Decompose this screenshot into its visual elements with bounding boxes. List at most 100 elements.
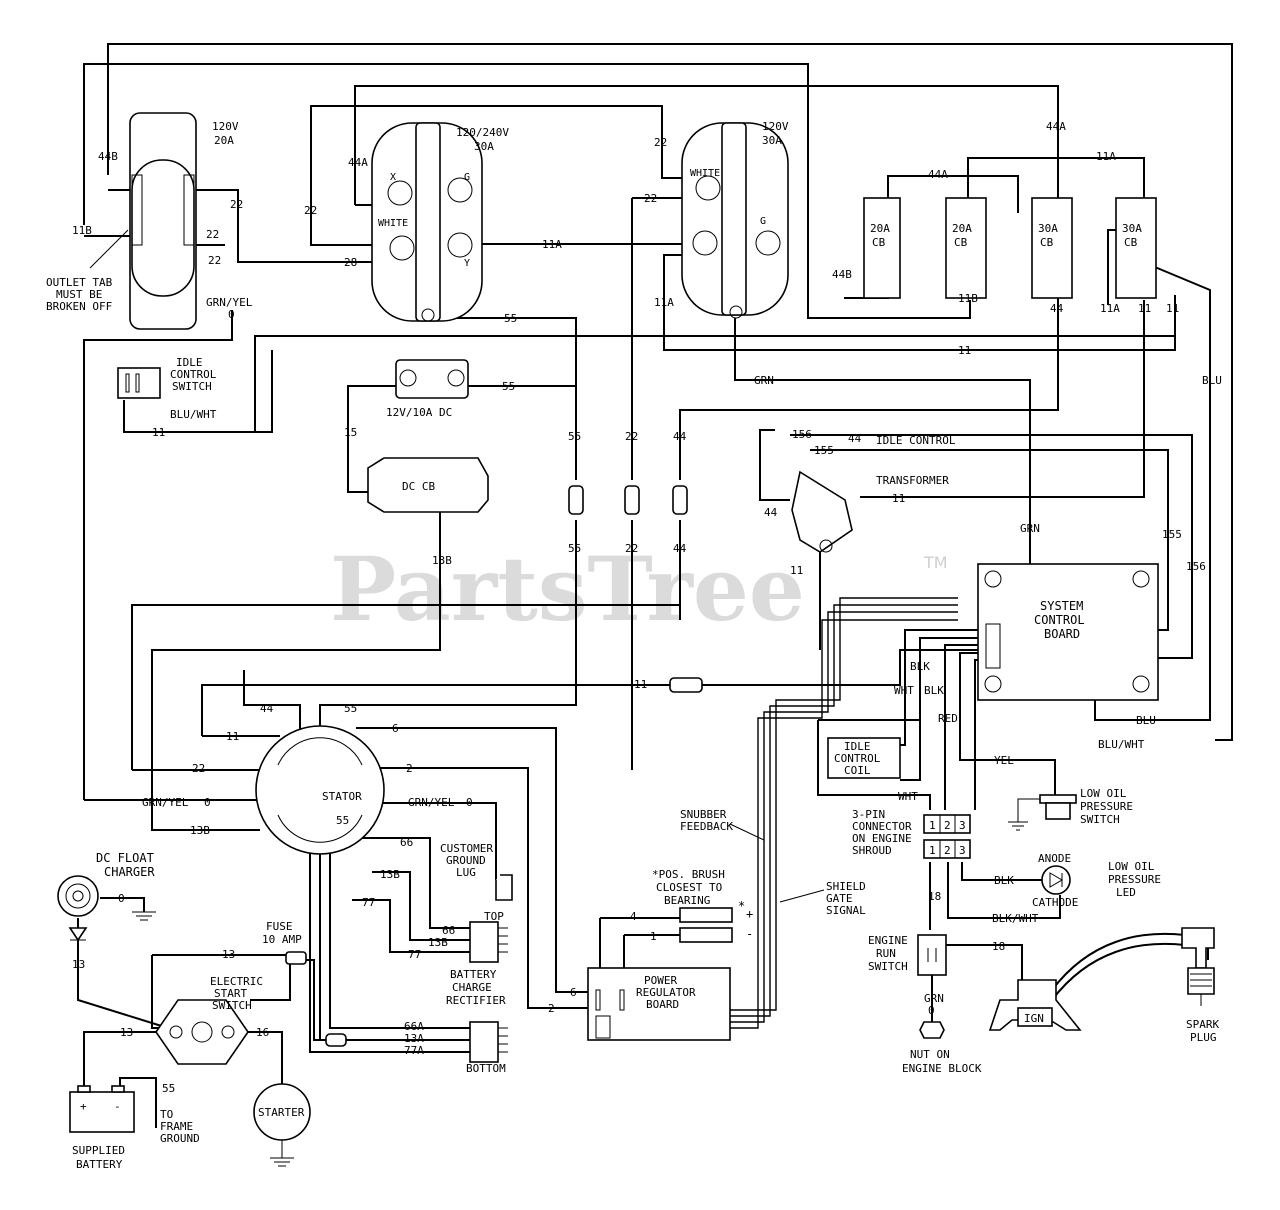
svg-text:IGN: IGN bbox=[1024, 1012, 1044, 1025]
svg-text:CONTROL: CONTROL bbox=[1034, 613, 1085, 627]
svg-text:3: 3 bbox=[959, 844, 966, 857]
svg-text:SUPPLIED: SUPPLIED bbox=[72, 1144, 125, 1157]
svg-text:TRANSFORMER: TRANSFORMER bbox=[876, 474, 949, 487]
svg-text:44: 44 bbox=[848, 432, 862, 445]
brush-assembly: * + - *POS. BRUSH CLOSEST TO BEARING bbox=[652, 868, 753, 943]
battery-charge-rectifier-top: TOP BATTERY CHARGE RECTIFIER bbox=[446, 910, 508, 1007]
supplied-battery: + - SUPPLIED BATTERY bbox=[69, 1085, 135, 1171]
svg-text:GRN: GRN bbox=[754, 374, 774, 387]
system-control-board: SYSTEM CONTROL BOARD bbox=[977, 563, 1159, 701]
svg-text:CB: CB bbox=[1124, 236, 1138, 249]
svg-text:3-PIN: 3-PIN bbox=[852, 808, 885, 821]
svg-text:11A: 11A bbox=[1096, 150, 1116, 163]
svg-text:0: 0 bbox=[928, 1004, 935, 1017]
svg-text:55: 55 bbox=[568, 430, 581, 443]
svg-text:55: 55 bbox=[336, 814, 349, 827]
outlet-tab-note: OUTLET TAB MUST BE BROKEN OFF bbox=[46, 229, 129, 313]
svg-text:BLU: BLU bbox=[1136, 714, 1156, 727]
svg-text:IDLE: IDLE bbox=[844, 740, 871, 753]
nut-on-engine-block: NUT ON ENGINE BLOCK bbox=[902, 1021, 982, 1075]
svg-text:30A: 30A bbox=[1038, 222, 1058, 235]
svg-text:13B: 13B bbox=[432, 554, 452, 567]
svg-text:11: 11 bbox=[152, 426, 165, 439]
outlet-120v-30a: WHITE G 120V 30A bbox=[681, 120, 789, 319]
svg-text:11: 11 bbox=[892, 492, 905, 505]
svg-text:*POS. BRUSH: *POS. BRUSH bbox=[652, 868, 725, 881]
three-pin-connector: 1 2 3 1 2 3 3-PIN CONNECTOR ON ENGINE SH… bbox=[852, 808, 971, 859]
breaker-30a-2: 30A CB bbox=[1115, 197, 1157, 299]
svg-text:6: 6 bbox=[392, 722, 399, 735]
svg-text:DC CB: DC CB bbox=[402, 480, 435, 493]
svg-text:55: 55 bbox=[502, 380, 515, 393]
svg-text:12V/10A DC: 12V/10A DC bbox=[386, 406, 452, 419]
svg-text:*: * bbox=[738, 899, 745, 913]
to-frame-ground: TO FRAME GROUND bbox=[160, 1108, 200, 1145]
svg-text:TO: TO bbox=[160, 1108, 173, 1121]
svg-text:77A: 77A bbox=[404, 1044, 424, 1057]
dc-circuit-breaker: DC CB bbox=[367, 457, 489, 513]
inline-connectors bbox=[285, 485, 703, 1047]
svg-text:18: 18 bbox=[928, 890, 941, 903]
breaker-30a-1: 30A CB bbox=[1031, 197, 1073, 299]
svg-text:44B: 44B bbox=[832, 268, 852, 281]
svg-text:LOW OIL: LOW OIL bbox=[1080, 787, 1127, 800]
svg-text:GROUND: GROUND bbox=[160, 1132, 200, 1145]
svg-text:SWITCH: SWITCH bbox=[1080, 813, 1120, 826]
svg-text:13B: 13B bbox=[190, 824, 210, 837]
svg-text:RECTIFIER: RECTIFIER bbox=[446, 994, 506, 1007]
watermark: PartsTree bbox=[330, 537, 805, 641]
outlet-3-white: WHITE bbox=[690, 168, 720, 179]
outlet-3-g: G bbox=[760, 216, 766, 227]
electric-start-switch: ELECTRIC START SWITCH bbox=[155, 975, 263, 1065]
svg-text:13B: 13B bbox=[380, 868, 400, 881]
svg-text:TOP: TOP bbox=[484, 910, 504, 923]
svg-text:BLU/WHT: BLU/WHT bbox=[1098, 738, 1145, 751]
svg-text:30A: 30A bbox=[1122, 222, 1142, 235]
svg-text:156: 156 bbox=[792, 428, 812, 441]
wire-labels: 44B 11B 22 22 22 22 22 44A 28 11A 22 11A… bbox=[72, 120, 1222, 1095]
svg-text:44B: 44B bbox=[98, 150, 118, 163]
svg-text:LUG: LUG bbox=[456, 866, 476, 879]
svg-text:GROUND: GROUND bbox=[446, 854, 486, 867]
spark-plug: SPARK PLUG bbox=[1181, 927, 1219, 1044]
svg-text:44: 44 bbox=[673, 430, 687, 443]
svg-text:COIL: COIL bbox=[844, 764, 871, 777]
svg-text:-: - bbox=[746, 927, 753, 941]
shield-gate-signal-note: SHIELD GATE SIGNAL bbox=[779, 880, 866, 917]
low-oil-pressure-switch: LOW OIL PRESSURE SWITCH bbox=[1008, 787, 1133, 831]
svg-text:CHARGER: CHARGER bbox=[104, 865, 155, 879]
watermark-tm: TM bbox=[923, 553, 948, 572]
svg-text:BROKEN OFF: BROKEN OFF bbox=[46, 300, 112, 313]
svg-text:OUTLET TAB: OUTLET TAB bbox=[46, 276, 113, 289]
svg-text:2: 2 bbox=[944, 844, 951, 857]
svg-text:CHARGE: CHARGE bbox=[452, 981, 492, 994]
svg-text:11A: 11A bbox=[542, 238, 562, 251]
svg-text:0: 0 bbox=[204, 796, 211, 809]
ignition-coil: IGN bbox=[988, 979, 1082, 1031]
breaker-20a-1: 20A CB bbox=[863, 197, 901, 299]
svg-text:SIGNAL: SIGNAL bbox=[826, 904, 866, 917]
svg-text:GRN/YEL: GRN/YEL bbox=[142, 796, 189, 809]
svg-text:SHROUD: SHROUD bbox=[852, 844, 892, 857]
idle-control-switch: IDLE CONTROL SWITCH bbox=[117, 356, 217, 399]
svg-text:GRN/YEL: GRN/YEL bbox=[206, 296, 253, 309]
svg-text:22: 22 bbox=[654, 136, 667, 149]
svg-text:BEARING: BEARING bbox=[664, 894, 710, 907]
svg-text:PRESSURE: PRESSURE bbox=[1108, 873, 1161, 886]
svg-text:BATTERY: BATTERY bbox=[76, 1158, 123, 1171]
fuse-10-amp: FUSE 10 AMP bbox=[262, 920, 302, 946]
svg-text:CB: CB bbox=[1040, 236, 1054, 249]
svg-text:1: 1 bbox=[929, 819, 936, 832]
customer-ground-lug: CUSTOMER GROUND LUG bbox=[440, 842, 513, 901]
svg-text:6: 6 bbox=[570, 986, 577, 999]
svg-text:POWER: POWER bbox=[644, 974, 677, 987]
svg-text:REGULATOR: REGULATOR bbox=[636, 986, 696, 999]
svg-text:11B: 11B bbox=[958, 292, 978, 305]
svg-text:CLOSEST TO: CLOSEST TO bbox=[656, 881, 722, 894]
svg-text:PRESSURE: PRESSURE bbox=[1080, 800, 1133, 813]
svg-text:55: 55 bbox=[504, 312, 517, 325]
svg-text:BLK/WHT: BLK/WHT bbox=[992, 912, 1039, 925]
svg-text:FRAME: FRAME bbox=[160, 1120, 193, 1133]
svg-text:CB: CB bbox=[954, 236, 968, 249]
